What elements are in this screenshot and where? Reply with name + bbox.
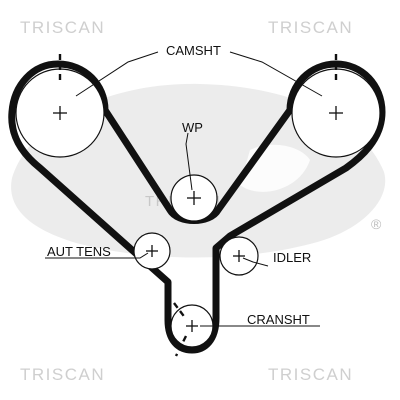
label-crankshaft: CRANSHT [247,312,310,327]
water-pump-pulley [170,174,218,222]
leader-lines [45,51,323,327]
camshaft-pulley-left [15,54,105,158]
watermark-bottom-left: TRISCAN [20,365,105,384]
camshaft-pulley-right [291,54,381,158]
label-camshaft: CAMSHT [166,43,221,58]
watermark-top-left: TRISCAN [20,18,105,37]
crankshaft-pulley [170,302,214,357]
idler-pulley [219,236,259,276]
watermark-top-right: TRISCAN [268,18,353,37]
watermark-bottom-right: TRISCAN [268,365,353,384]
label-auto-tensioner: AUT TENS [47,244,111,259]
registered-mark: ® [371,216,383,232]
label-idler: IDLER [273,250,311,265]
auto-tensioner-pulley [133,232,171,270]
label-water-pump: WP [182,120,203,135]
